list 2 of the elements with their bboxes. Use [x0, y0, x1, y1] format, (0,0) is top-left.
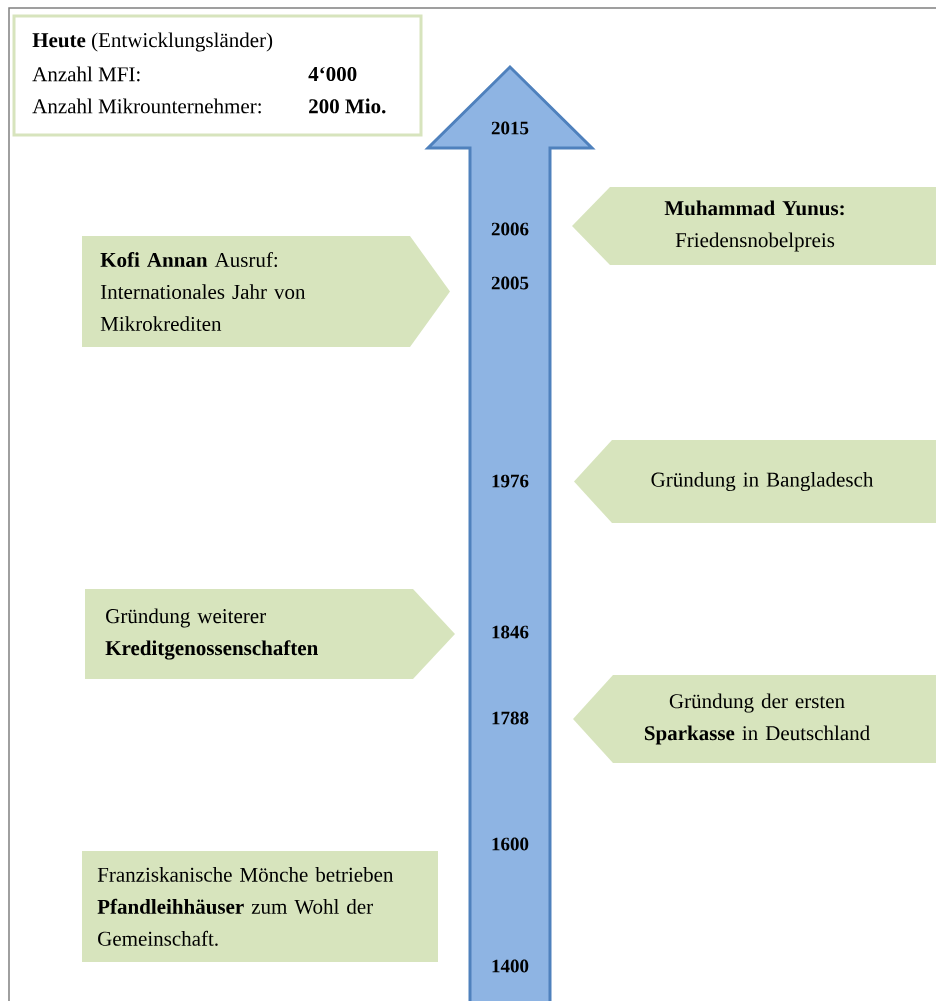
text-box: Franziskanische Mönche betrieben Pfandleihhäuser zum Wohl der Gemeinschaft. [82, 851, 438, 962]
info-box: Heute (Entwicklungsländer) Anzahl MFI: 4‘000 Anzahl Mikrounternehmer: 200 Mio. [12, 14, 423, 137]
